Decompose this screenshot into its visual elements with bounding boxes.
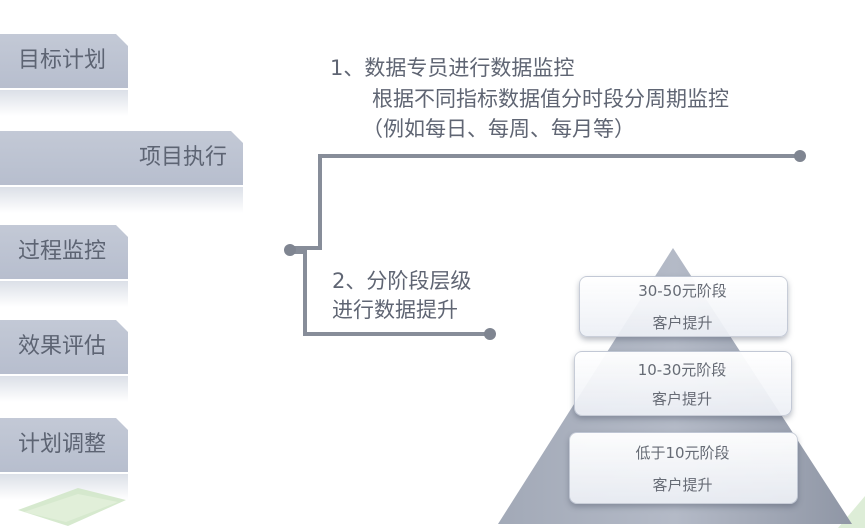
sidebar-item-label: 计划调整: [18, 432, 107, 457]
sidebar-item-label: 过程监控: [18, 239, 107, 264]
tab-reflection: [0, 376, 128, 402]
pyramid-layer-bottom: [569, 432, 798, 504]
pyramid-layer-top: [579, 276, 788, 337]
connector-node-top-end: [794, 150, 806, 162]
sidebar-item-label: 效果评估: [18, 334, 107, 359]
pyramid-layer-top-stage: 30-50元阶段: [638, 282, 727, 300]
connector-upper: [290, 154, 800, 250]
tab-reflection: [0, 281, 128, 307]
point2-title: 2、分阶段层级: [332, 269, 472, 293]
sidebar-item-process-monitoring[interactable]: 过程监控: [0, 225, 128, 279]
connector-lower: [290, 250, 490, 336]
point2-detail: 进行数据提升: [332, 298, 458, 322]
sidebar-item-plan-adjustment[interactable]: 计划调整: [0, 418, 128, 472]
pyramid-layer-middle-stage: 10-30元阶段: [637, 361, 727, 379]
point1-detail: 根据不同指标数据值分时段分周期监控: [372, 87, 729, 111]
point1-example: （例如每日、每周、每月等）: [362, 117, 635, 141]
pyramid-layer-middle-action: 客户提升: [651, 390, 712, 408]
connector-node-bottom-end: [484, 328, 496, 340]
point1-title: 1、数据专员进行数据监控: [330, 56, 575, 80]
tab-reflection: [0, 187, 243, 213]
decorative-leaf-shape: [18, 488, 126, 526]
sidebar-item-label: 目标计划: [18, 48, 107, 73]
tab-reflection: [0, 90, 128, 116]
connector-node-left: [284, 244, 296, 256]
pyramid-layer-bottom-stage: 低于10元阶段: [635, 444, 730, 462]
pyramid-layer-middle: [574, 351, 792, 416]
sidebar-item-project-execution[interactable]: 项目执行: [0, 131, 243, 185]
sidebar-item-effect-evaluation[interactable]: 效果评估: [0, 320, 128, 374]
pyramid-layer-top-action: 客户提升: [652, 314, 713, 332]
pyramid-layer-bottom-action: 客户提升: [652, 476, 713, 494]
sidebar-item-label: 项目执行: [138, 145, 227, 170]
sidebar-item-target-plan[interactable]: 目标计划: [0, 34, 128, 88]
